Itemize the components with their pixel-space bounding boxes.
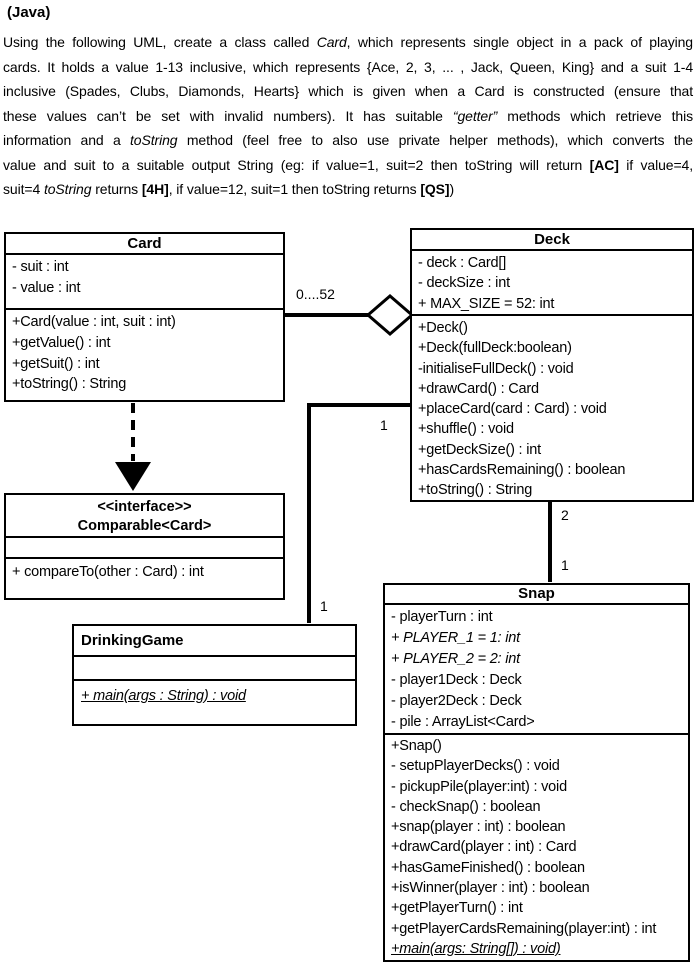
plain-text: if value=4, xyxy=(618,156,694,173)
uml-member: + main(args : String) : void xyxy=(81,688,246,704)
instruction-line: cards. It holds a value 1-13 inclusive, … xyxy=(3,55,693,80)
instruction-line: information and a toString method (feel … xyxy=(3,128,693,153)
uml-member: - player2Deck : Deck xyxy=(391,693,522,709)
plain-text: inclusive (Spades, Clubs, Diamonds, Hear… xyxy=(3,83,693,99)
plain-text: cards. It holds a value 1-13 inclusive, … xyxy=(3,58,693,75)
uml-member: +Deck(fullDeck:boolean) xyxy=(418,340,572,357)
uml-member: - deck : Card[] xyxy=(418,255,507,271)
uml-member: +shuffle() : void xyxy=(418,421,514,438)
uml-attributes-section xyxy=(6,536,283,557)
uml-member: +getSuit() : int xyxy=(12,355,100,372)
uml-member: +isWinner(player : int) : boolean xyxy=(391,880,590,897)
plain-text: information and a xyxy=(3,132,130,148)
uml-member: +main(args: String[]) : void) xyxy=(391,940,561,957)
multiplicity-card-deck: 0....52 xyxy=(296,286,335,302)
uml-member: + PLAYER_2 = 2: int xyxy=(391,651,520,667)
italic-text: toString xyxy=(43,181,92,197)
uml-member: - value : int xyxy=(12,279,81,296)
uml-member: - deckSize : int xyxy=(418,275,510,292)
plain-text: suit=4 xyxy=(3,181,44,197)
uml-member: +hasGameFinished() : boolean xyxy=(391,859,585,876)
instruction-line: suit=4 toString returns [4H], if value=1… xyxy=(3,177,693,202)
italic-text: Card xyxy=(316,34,347,50)
multiplicity-deck-end: 2 xyxy=(561,507,569,523)
plain-text: , if value=12, suit=1 then toString retu… xyxy=(168,181,421,197)
instruction-line: value and suit to a suitable output Stri… xyxy=(3,153,693,178)
realization-arrowhead-icon xyxy=(115,462,151,491)
uml-class-title: Deck xyxy=(534,231,570,248)
uml-member: - checkSnap() : boolean xyxy=(391,798,541,815)
plain-text: methods which retrieve this xyxy=(497,107,693,124)
multiplicity-drinkinggame-end: 1 xyxy=(320,598,328,614)
uml-member: +toString() : String xyxy=(12,376,127,393)
uml-interface-title: <<interface>> Comparable<Card> xyxy=(6,495,283,536)
uml-class-deck: Deck - deck : Card[] - deckSize : int + MA… xyxy=(410,228,694,502)
uml-class-card: Card - suit : int - value : int +Card(val… xyxy=(4,232,285,402)
instruction-line: these values can’t be set with invalid n… xyxy=(3,104,693,129)
plain-text: method (feel free to also use private he… xyxy=(177,132,693,148)
uml-attributes-section: - suit : int - value : int xyxy=(6,253,283,308)
uml-member: +snap(player : int) : boolean xyxy=(391,819,566,836)
plain-text: Using the following UML, create a class … xyxy=(3,34,317,50)
uml-member: +getPlayerCardsRemaining(player:int) : i… xyxy=(391,920,657,937)
plain-text: returns xyxy=(91,181,142,197)
italic-text: toString xyxy=(130,132,178,148)
uml-member: +drawCard() : Card xyxy=(418,380,539,397)
bold-text: [QS] xyxy=(420,181,450,197)
bold-text: [4H] xyxy=(141,181,169,197)
uml-class-title: DrinkingGame xyxy=(81,632,184,649)
uml-methods-section: +Deck() +Deck(fullDeck:boolean) -initialis… xyxy=(412,314,692,500)
uml-attributes-section: - deck : Card[] - deckSize : int + MAX_SIZ… xyxy=(412,249,692,314)
uml-class-title: Card xyxy=(127,235,162,252)
plain-text: value and suit to a suitable output Stri… xyxy=(3,156,590,173)
uml-class-snap: Snap - playerTurn : int + PLAYER_1 = 1: i… xyxy=(383,583,690,962)
uml-member: - setupPlayerDecks() : void xyxy=(391,758,560,775)
instructions-paragraph: Using the following UML, create a class … xyxy=(3,30,693,202)
uml-methods-section: +Card(value : int, suit : int) +getValue(… xyxy=(6,308,283,400)
uml-member: +drawCard(player : int) : Card xyxy=(391,839,577,856)
uml-interface-name: Comparable<Card> xyxy=(77,518,212,534)
uml-methods-section: + compareTo(other : Card) : int xyxy=(6,557,283,598)
uml-interface-comparable: <<interface>> Comparable<Card> + compare… xyxy=(4,493,285,600)
uml-member: - pile : ArrayList<Card> xyxy=(391,714,535,730)
uml-member: + PLAYER_1 = 1: int xyxy=(391,630,520,646)
aggregation-diamond-icon xyxy=(365,294,415,336)
uml-member: - player1Deck : Deck xyxy=(391,672,522,688)
uml-member: - playerTurn : int xyxy=(391,609,493,625)
uml-methods-section: +Snap() - setupPlayerDecks() : void - pick… xyxy=(385,733,688,960)
plain-text: ) xyxy=(449,181,455,197)
bold-text: [AC] xyxy=(589,156,619,173)
uml-member: +Card(value : int, suit : int) xyxy=(12,314,176,330)
instruction-line: Using the following UML, create a class … xyxy=(3,30,693,55)
uml-member: +hasCardsRemaining() : boolean xyxy=(418,462,626,479)
uml-stereotype: <<interface>> xyxy=(97,499,192,515)
plain-text: , which represents single object in a pa… xyxy=(346,34,693,50)
uml-class-drinkinggame: DrinkingGame + main(args : String) : voi… xyxy=(72,624,357,726)
uml-member: -initialiseFullDeck() : void xyxy=(418,360,574,377)
uml-member: +placeCard(card : Card) : void xyxy=(418,401,607,418)
uml-member: + MAX_SIZE = 52: int xyxy=(418,295,555,312)
plain-text: these values can’t be set with invalid n… xyxy=(3,107,453,124)
uml-member: +Snap() xyxy=(391,738,442,754)
multiplicity-snap-end: 1 xyxy=(561,557,569,573)
uml-member: + compareTo(other : Card) : int xyxy=(12,564,204,580)
uml-class-title: Snap xyxy=(518,585,555,602)
uml-member: +toString() : String xyxy=(418,482,533,499)
language-tag: (Java) xyxy=(7,4,51,21)
italic-text: “getter” xyxy=(452,107,498,124)
uml-member: +getPlayerTurn() : int xyxy=(391,900,523,917)
uml-member: +getValue() : int xyxy=(12,334,111,351)
uml-member: - suit : int xyxy=(12,259,69,275)
uml-member: +Deck() xyxy=(418,320,468,336)
uml-methods-section: + main(args : String) : void xyxy=(74,679,355,724)
uml-member: +getDeckSize() : int xyxy=(418,441,541,458)
uml-attributes-section: - playerTurn : int + PLAYER_1 = 1: int + P… xyxy=(385,603,688,733)
uml-member: - pickupPile(player:int) : void xyxy=(391,778,567,795)
uml-attributes-section xyxy=(74,655,355,679)
instruction-line: inclusive (Spades, Clubs, Diamonds, Hear… xyxy=(3,79,693,104)
multiplicity-deck-end: 1 xyxy=(380,417,388,433)
